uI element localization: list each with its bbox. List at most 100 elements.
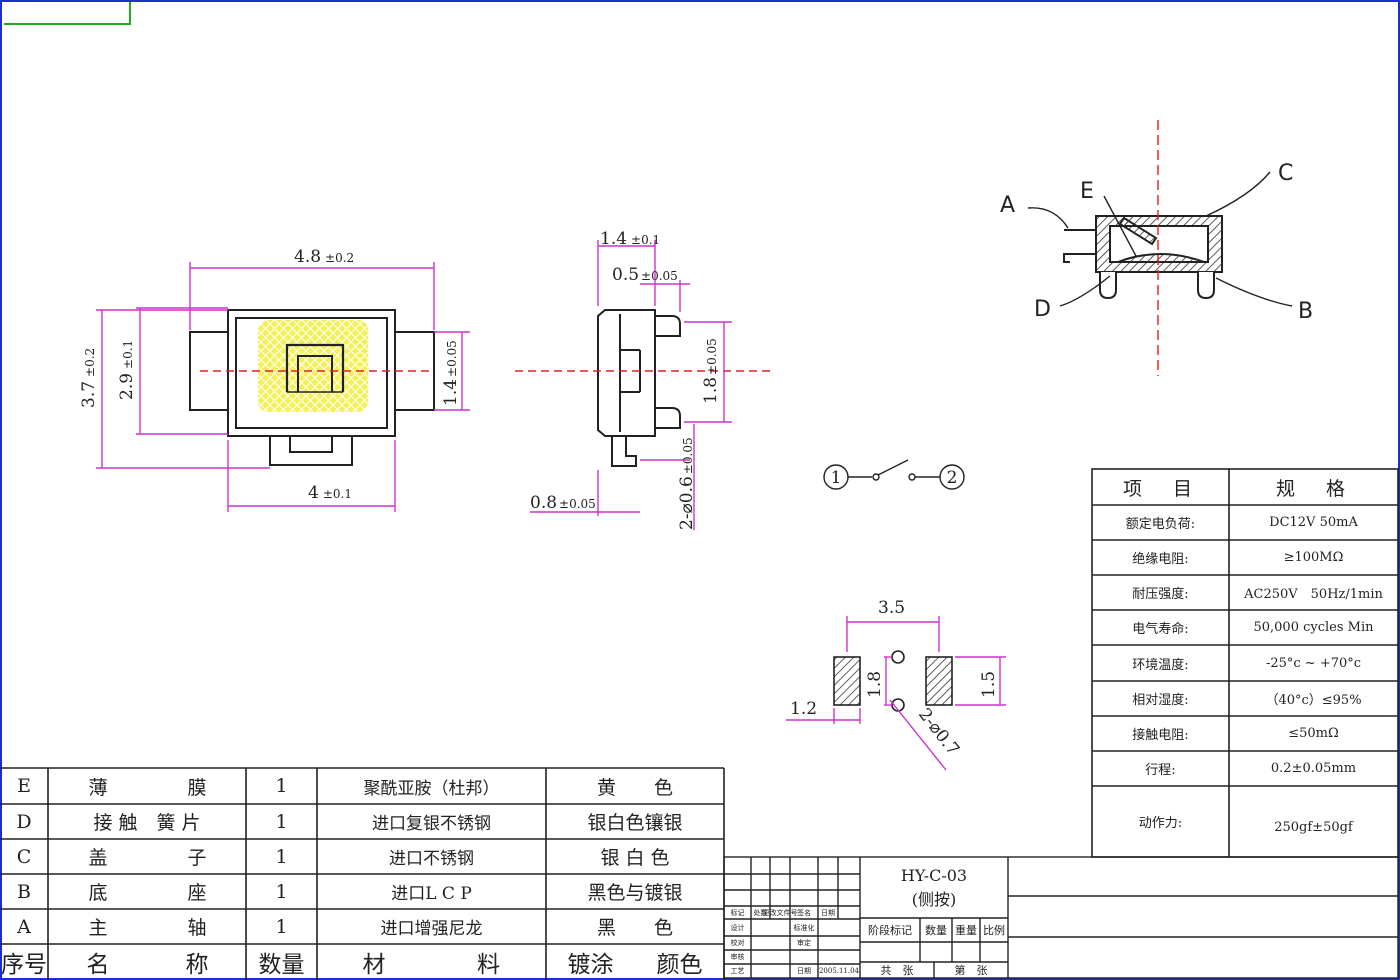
bom-row-c-finish: 银 白 色	[600, 847, 670, 869]
front-height-total-label: 3.7±0.2	[79, 348, 99, 408]
spec-item-contact-resistance: 接触电阻:	[1132, 728, 1189, 743]
tb-total-sheets: 共 张	[880, 964, 914, 977]
part-number-block: HY-C-03 (侧按)	[860, 860, 1008, 916]
side-protrusion-label: 0.5±0.05	[612, 265, 678, 285]
bom-row-d-id: D	[16, 810, 32, 833]
side-plunger-span-label: 1.8±0.05	[701, 338, 721, 404]
spec-value-dielectric: AC250V 50Hz/1min	[1244, 587, 1383, 602]
label-a: A	[1000, 193, 1015, 218]
polyimide-film	[258, 320, 368, 412]
bom-row-d-name-a: 接 触 簧 片	[93, 812, 201, 834]
bom-row-d-qty: 1	[275, 810, 288, 833]
pad-left	[833, 656, 861, 706]
footprint-hole-diameter-label: 2-⌀0.7	[914, 705, 963, 760]
schematic-pin2: 2	[947, 468, 958, 488]
bom-row-b-material: 进口L C P	[391, 884, 472, 904]
bom-row-e-material: 聚酰亚胺（杜邦）	[363, 778, 500, 799]
bom-row-c-qty: 1	[275, 845, 288, 868]
spec-item-travel: 行程:	[1145, 763, 1176, 778]
spec-item-dielectric: 耐压强度:	[1132, 587, 1189, 602]
front-view	[189, 309, 435, 466]
spec-value-humidity: （40°c）≤95%	[1265, 693, 1362, 708]
bom-row-e-name-a: 薄	[88, 776, 108, 799]
bom-row-a-name-a: 主	[88, 917, 108, 939]
tb-rev-sign: 签名	[797, 908, 811, 917]
bom-header-material-2: 料	[477, 952, 500, 978]
bom-row-c-material: 进口不锈钢	[389, 849, 474, 869]
bom-row-b-id: B	[17, 880, 31, 903]
bom-header-material-1: 材	[362, 952, 386, 978]
tb-quantity: 数量	[925, 924, 947, 937]
spec-header-item: 项 目	[1122, 477, 1198, 500]
tb-weight: 重量	[955, 924, 977, 937]
tb-date-label: 日期	[797, 967, 811, 975]
side-pin-diameter-label: 2-⌀0.6±0.05	[677, 437, 697, 530]
spec-value-insulation: ≥100MΩ	[1283, 550, 1344, 565]
section-actuator	[1063, 229, 1097, 263]
tb-check: 校对	[730, 939, 745, 947]
footprint-pad-width-label: 1.2	[790, 699, 817, 719]
bom-row-d-finish: 银白色镶银	[587, 812, 683, 834]
section-pin-right	[1197, 272, 1215, 300]
bottom-lead-inner	[289, 436, 333, 453]
left-terminal	[189, 331, 233, 411]
bom-header-index: 序号	[1, 952, 47, 978]
side-view	[597, 309, 681, 467]
tb-process: 工艺	[730, 967, 745, 975]
section-leaders	[1027, 171, 1293, 307]
bom-row-c-id: C	[16, 845, 32, 868]
side-depth-label: 1.4±0.1	[600, 229, 660, 249]
tb-design: 设计	[730, 923, 745, 932]
bom-row-b-name-b: 座	[187, 882, 207, 904]
hole-top	[891, 650, 905, 664]
section-contact-spring	[1117, 253, 1205, 263]
label-b: B	[1298, 299, 1313, 324]
tb-date-value: 2005.11.04	[818, 967, 860, 975]
spec-value-contact-resistance: ≤50mΩ	[1288, 726, 1339, 741]
spec-item-humidity: 相对湿度:	[1132, 693, 1189, 708]
side-plunger-bottom	[655, 407, 681, 429]
bom-row-e-name-b: 膜	[187, 776, 207, 799]
side-body	[597, 309, 656, 437]
title-block-grid	[723, 856, 1399, 979]
label-c: C	[1278, 161, 1293, 186]
bom-header-qty: 数量	[258, 952, 305, 978]
plunger-inner	[297, 355, 333, 392]
front-width-label: 4.8±0.2	[294, 247, 354, 267]
bom-row-d-material: 进口复银不锈钢	[372, 814, 491, 834]
spec-item-rated-load: 额定电负荷:	[1125, 517, 1196, 532]
plunger-top	[285, 343, 345, 392]
bom-row-c-name-a: 盖	[88, 847, 108, 869]
bom-row-e-qty: 1	[275, 775, 288, 797]
front-lead-width-label: 1.4±0.05	[441, 340, 461, 406]
spec-item-temperature: 环境温度:	[1132, 657, 1189, 673]
tb-rev-date: 日期	[821, 908, 835, 917]
label-e: E	[1080, 179, 1094, 204]
bom-row-b-qty: 1	[275, 880, 288, 903]
spec-value-rated-load: DC12V 50mA	[1269, 515, 1358, 530]
spec-item-life: 电气寿命:	[1132, 622, 1189, 637]
bom-header-name-2: 称	[185, 952, 209, 978]
bom-row-e-finish: 黄 色	[596, 776, 673, 799]
bom-grid	[0, 767, 725, 980]
side-dimensions	[530, 240, 732, 530]
switch-schematic	[823, 459, 965, 490]
tb-rev-mark: 标记	[730, 908, 745, 917]
bom-row-b-name-a: 底	[88, 882, 108, 904]
tb-scale: 比例	[983, 924, 1005, 937]
footprint-hole-spacing-label: 1.8	[865, 671, 885, 698]
part-variant: (侧按)	[911, 890, 957, 909]
side-plunger-top	[655, 315, 681, 337]
bom-header-finish-2: 颜色	[656, 952, 703, 978]
side-lead	[611, 436, 637, 467]
bom-row-e-id: E	[17, 775, 31, 797]
side-lead-thickness-label: 0.8±0.05	[530, 493, 596, 513]
part-number: HY-C-03	[900, 866, 968, 885]
bom-row-b-finish: 黑色与镀银	[587, 882, 683, 904]
section-film	[1118, 216, 1158, 246]
schematic-pin1: 1	[831, 468, 842, 488]
corner-mark	[4, 2, 131, 25]
spec-value-temperature: -25°c ~ +70°c	[1265, 655, 1362, 671]
